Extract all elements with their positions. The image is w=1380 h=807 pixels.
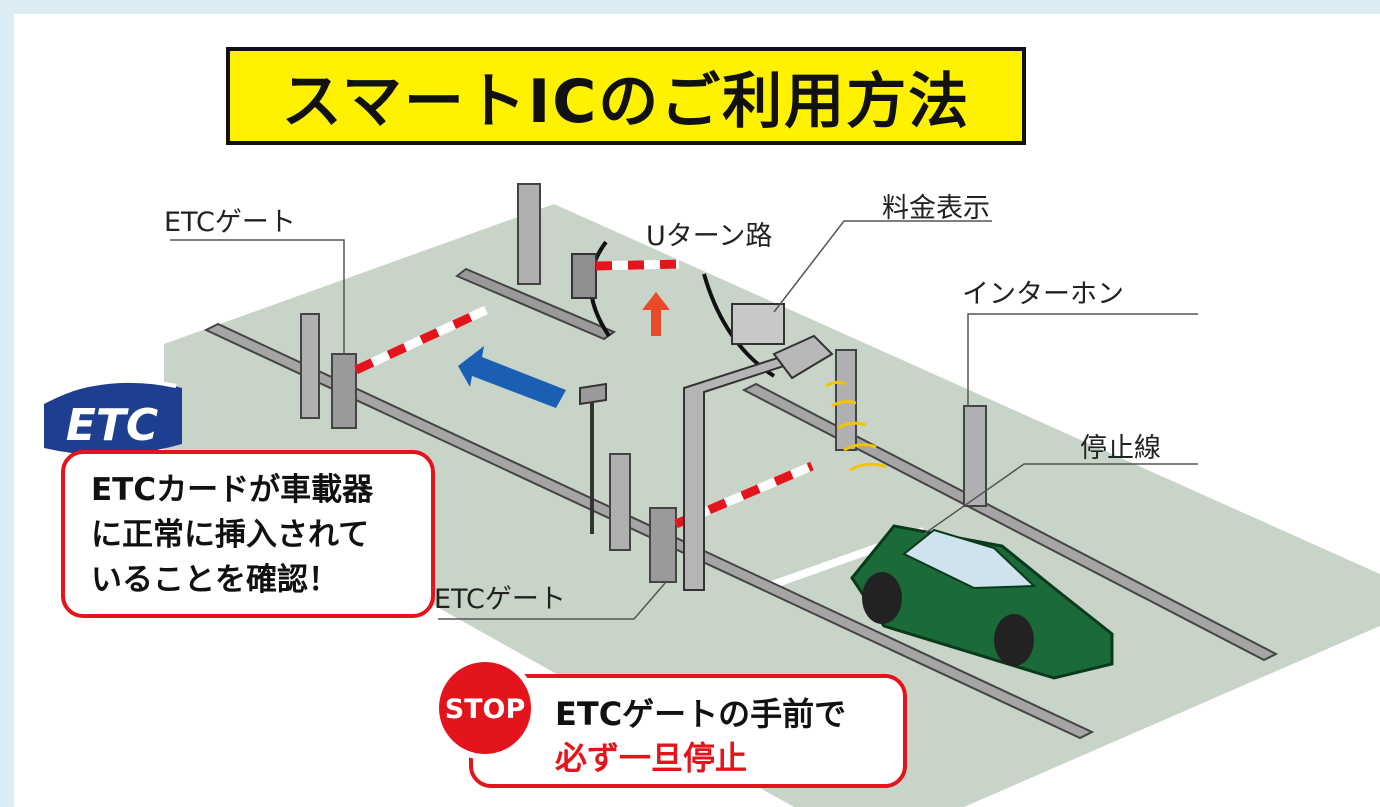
label-stop-line: 停止線 — [1080, 433, 1161, 464]
car-wheel-rear — [994, 614, 1034, 666]
intercom-pillar — [963, 405, 987, 507]
antenna-head — [579, 382, 607, 406]
page-title: スマートICのご利用方法 — [281, 66, 971, 137]
u-turn-gate-box — [571, 253, 597, 299]
leader-intercom — [967, 313, 1198, 406]
title-banner: スマートICのご利用方法 — [226, 47, 1026, 145]
etc-card-notice: ETCカードが車載器 に正常に挿入されて いることを確認！ — [61, 450, 435, 618]
stop-sign-text: STOP — [445, 694, 526, 725]
car — [850, 524, 1114, 680]
diagram-frame: スマートICのご利用方法 ETCゲート Uターン路 料金表示 インターホン 停止… — [14, 14, 1380, 807]
label-etc-gate-bottom: ETCゲート — [434, 584, 566, 615]
leader-etc-gate-top — [170, 239, 345, 354]
right-curb — [741, 382, 1279, 662]
label-u-turn: Uターン路 — [646, 221, 773, 252]
stop-sign-icon: STOP — [433, 656, 537, 760]
gate-pillar-bottom — [609, 453, 631, 551]
label-etc-gate-top: ETCゲート — [164, 207, 296, 238]
etc-logo-text: ETC — [66, 400, 158, 451]
leader-etc-gate-bottom — [438, 581, 667, 620]
leader-fee-display — [773, 220, 992, 313]
stop-line-1: ETCゲートの手前で — [555, 695, 847, 733]
gate-box-top — [331, 353, 357, 429]
entry-arrow — [458, 346, 566, 408]
stop-line-2: 必ず一旦停止 — [555, 739, 748, 777]
stop-notice: ETCゲートの手前で 必ず一旦停止 — [469, 674, 907, 788]
u-turn-arrow — [642, 292, 670, 336]
detector-pillar — [835, 349, 857, 451]
back-pillar — [517, 183, 541, 285]
car-wheel-front — [862, 572, 902, 624]
gate-box-bottom — [649, 507, 677, 583]
leader-stop-line — [923, 463, 1198, 535]
notice-line-3: いることを確認！ — [91, 562, 339, 598]
gate-pillar-top — [300, 313, 320, 419]
sensor-panel — [772, 334, 834, 380]
label-intercom: インターホン — [962, 279, 1124, 310]
etc-logo: ETC — [44, 378, 182, 456]
label-fee-display: 料金表示 — [882, 193, 990, 224]
notice-line-2: に正常に挿入されて — [91, 517, 370, 553]
signal-waves — [825, 380, 887, 472]
back-curb — [455, 267, 617, 341]
notice-line-1: ETCカードが車載器 — [91, 472, 374, 508]
scene-illustration — [164, 183, 1380, 807]
